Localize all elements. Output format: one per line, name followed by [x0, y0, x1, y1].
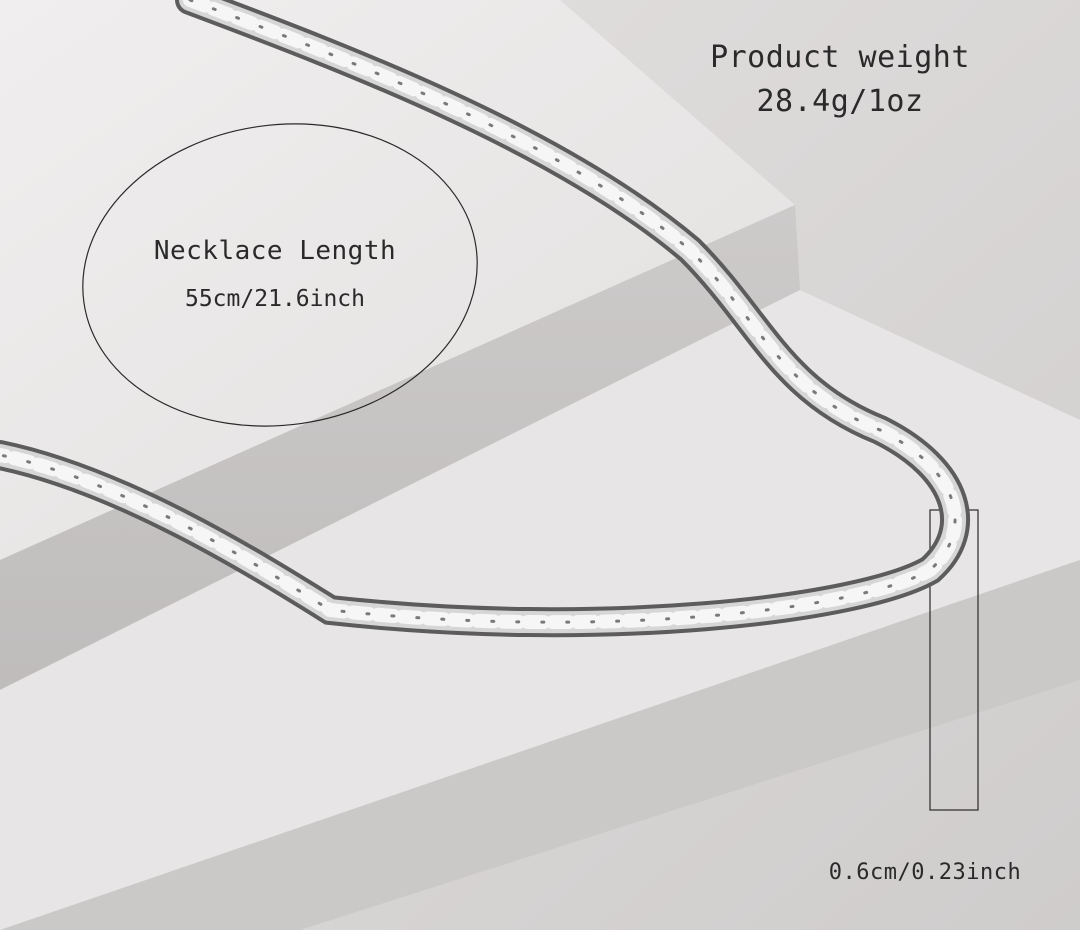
necklace-length-value: 55cm/21.6inch: [184, 286, 365, 312]
lower-platform-side: [0, 560, 1080, 930]
chain-necklace: [0, 0, 970, 638]
upper-platform-side: [0, 205, 800, 690]
chain-width-value: 0.6cm/0.23inch: [828, 860, 1022, 885]
product-weight-value: 28.4g/1oz: [756, 84, 924, 119]
length-callout-ellipse: [82, 123, 478, 427]
upper-platform-top: [0, 0, 795, 560]
necklace-length-title: Necklace Length: [153, 236, 397, 266]
product-weight-title: Product weight: [710, 40, 970, 75]
